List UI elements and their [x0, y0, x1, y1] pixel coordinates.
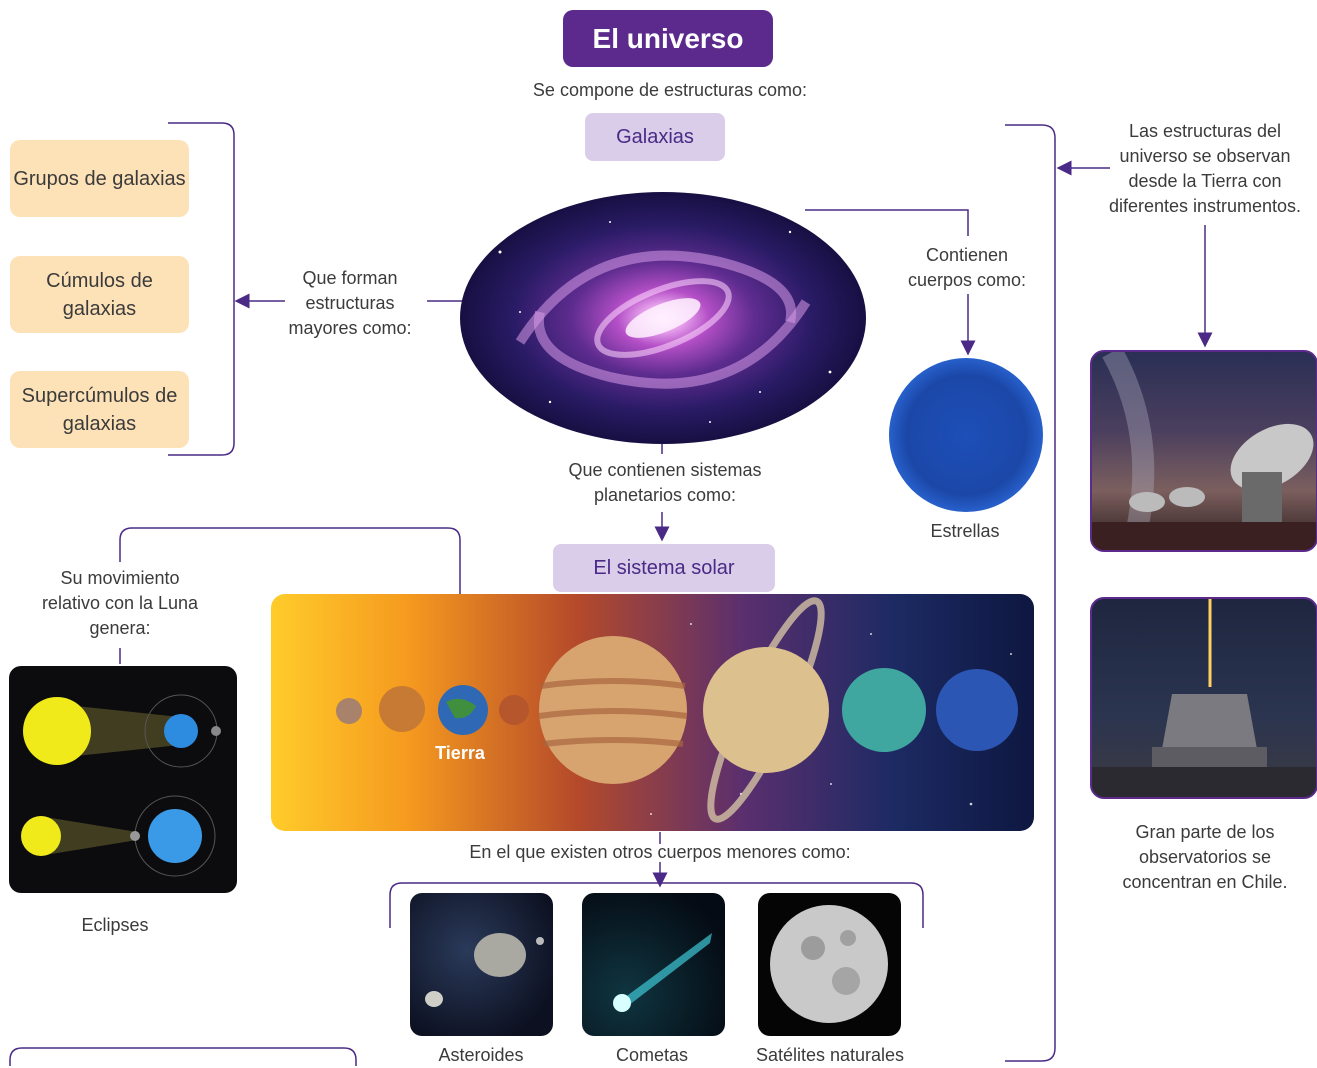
- earth-label: Tierra: [435, 743, 485, 763]
- solar-system-image: [271, 594, 1034, 831]
- eclipse-caption: Eclipses: [81, 915, 149, 935]
- comets-caption: Cometas: [615, 1045, 689, 1065]
- telescope-array-photo: [1090, 350, 1317, 552]
- instruments-text: Las estructuras del universo se observan…: [1108, 121, 1302, 216]
- observatory-photo: [1090, 597, 1317, 799]
- stars-caption: Estrellas: [930, 521, 1000, 541]
- chile-observatories-text: Gran parte de los observatorios se conce…: [1122, 822, 1288, 892]
- moon-image: [758, 893, 901, 1036]
- page-title: El universo: [563, 10, 773, 67]
- minor-bodies-connector-text: En el que existen otros cuerpos menores …: [469, 842, 851, 862]
- stars-connector-text: Contienen cuerpos como:: [907, 245, 1027, 290]
- planetary-connector-text: Que contienen sistemas planetarios como:: [568, 460, 762, 505]
- eclipse-image: [9, 666, 237, 893]
- asteroids-image: [410, 893, 553, 1036]
- natural-satellites-caption: Satélites naturales: [755, 1045, 905, 1065]
- box-cumulos-de-galaxias: Cúmulos de galaxias: [10, 256, 189, 333]
- box-supercumulos-de-galaxias: Supercúmulos de galaxias: [10, 371, 189, 448]
- star-image: [889, 358, 1043, 512]
- eclipse-connector-text: Su movimiento relativo con la Luna gener…: [41, 568, 199, 638]
- galaxy-image: [460, 192, 866, 444]
- subtitle: Se compone de estructuras como:: [532, 80, 808, 100]
- left-connector-text: Que forman estructuras mayores como:: [288, 268, 412, 338]
- comet-image: [582, 893, 725, 1036]
- asteroids-caption: Asteroides: [438, 1045, 524, 1065]
- solar-system-label: El sistema solar: [553, 544, 775, 592]
- galaxias-label: Galaxias: [585, 113, 725, 161]
- box-grupos-de-galaxias: Grupos de galaxias: [10, 140, 189, 217]
